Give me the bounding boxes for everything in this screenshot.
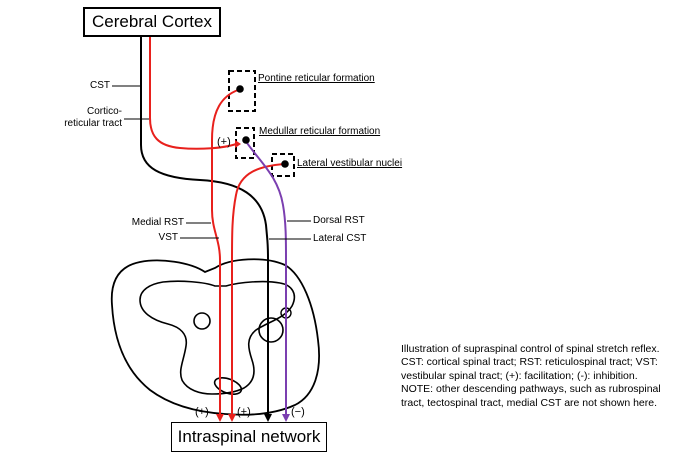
pontine-dot: [236, 85, 244, 93]
cortico-reticular-label: Cortico- reticular tract: [64, 106, 122, 129]
vst-tract: [228, 163, 285, 422]
medial-rst-tract: [211, 89, 239, 422]
gray-matter: [139, 280, 296, 395]
intraspinal-network-box: Intraspinal network: [171, 422, 327, 452]
cord-circle-1: [193, 312, 211, 330]
vst-label: VST: [158, 232, 178, 243]
cst-tract: [140, 37, 272, 422]
cortico-reticular-arrowhead: [235, 140, 241, 148]
figure-caption: Illustration of supraspinal control of s…: [401, 343, 661, 409]
cerebral-cortex-box: Cerebral Cortex: [83, 7, 221, 37]
medullar-label: Medullar reticular formation: [259, 126, 381, 137]
dorsal-rst-label: Dorsal RST: [313, 215, 365, 226]
output-sign-2: (+): [237, 406, 251, 418]
medullar-input-sign: (+): [217, 136, 231, 148]
vestibular-label: Lateral vestibular nuclei: [297, 158, 403, 169]
pontine-nucleus-box: [228, 70, 256, 112]
output-sign-1: (+): [195, 406, 209, 418]
cortico-reticular-tract: [149, 37, 237, 150]
output-sign-3: (−): [291, 406, 305, 418]
vestibular-dot: [281, 160, 289, 168]
lateral-cst-label: Lateral CST: [313, 233, 367, 244]
spinal-cord-outline: [110, 258, 320, 416]
cord-ellipse: [213, 377, 243, 395]
pontine-label: Pontine reticular formation: [258, 73, 375, 84]
cord-circle-2: [258, 317, 284, 343]
medullar-dot: [242, 136, 250, 144]
cst-label: CST: [90, 80, 110, 91]
medial-rst-label: Medial RST: [131, 217, 184, 228]
dorsal-rst-tract: [244, 139, 290, 422]
